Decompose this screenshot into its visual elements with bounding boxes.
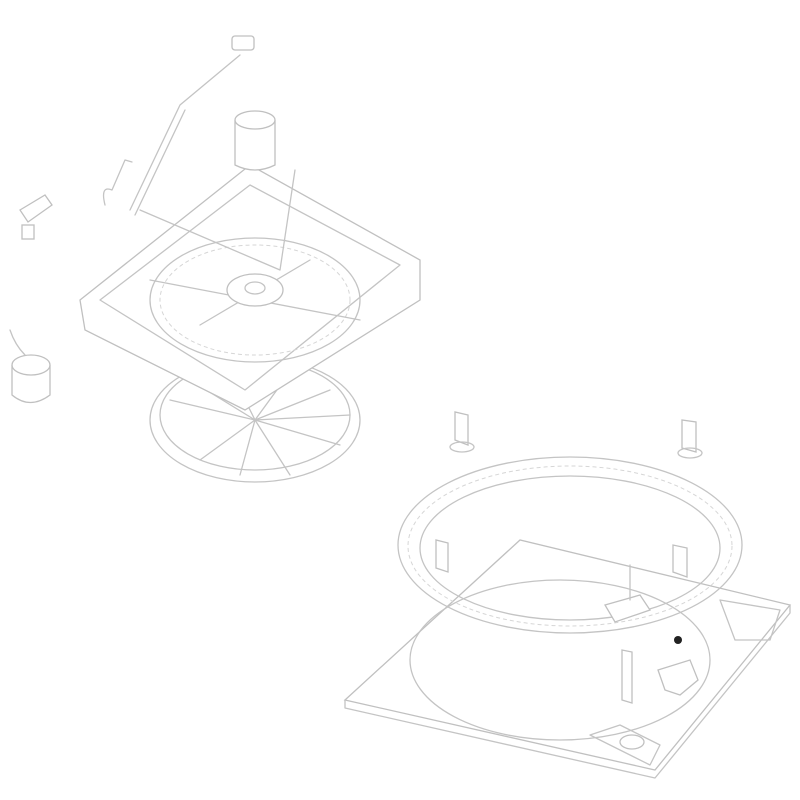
base-plate-icon [343,539,792,779]
mounting-ring-icon [397,456,743,634]
motor-icon [9,329,51,404]
fan-assembly-icon [79,35,421,483]
knob-icon [621,636,699,704]
switch-icon [19,194,53,240]
bracket-icon [449,411,703,459]
